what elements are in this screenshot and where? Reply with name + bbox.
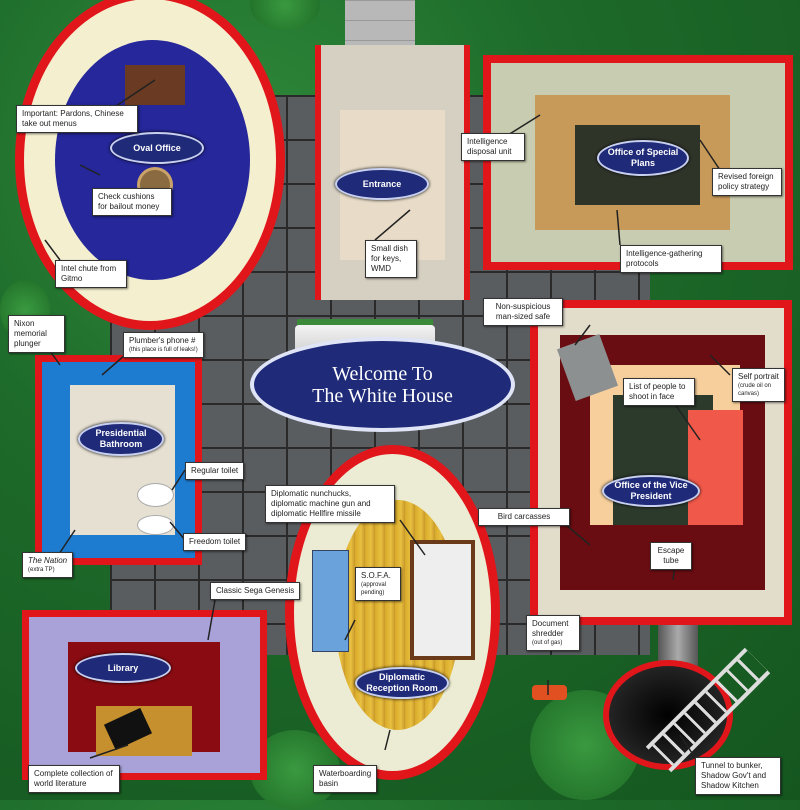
callout-shredder: Document shredder (out of gas)	[526, 615, 580, 651]
shredder-text: Document shredder	[532, 619, 569, 638]
callout-cushions: Check cushions for bailout money	[92, 188, 172, 216]
callout-bird-carcasses: Bird carcasses	[478, 508, 570, 526]
callout-sofa: S.O.F.A. (approval pending)	[355, 567, 401, 601]
bathroom-floor	[70, 385, 175, 535]
sofa	[312, 550, 349, 652]
portrait-text: Self portrait	[738, 372, 779, 381]
callout-freedom-toilet: Freedom toilet	[183, 533, 247, 551]
room-label-library: Library	[75, 653, 171, 683]
callout-protocols: Intelligence-gathering protocols	[620, 245, 722, 273]
room-label-reception: Diplomatic Reception Room	[355, 667, 449, 699]
callout-waterboarding: Waterboarding basin	[313, 765, 377, 793]
welcome-line-1: Welcome To	[332, 362, 433, 385]
president-desk	[125, 65, 185, 105]
callout-plumber: Plumber's phone # (this place is full of…	[123, 332, 204, 358]
room-label-special-plans: Office of Special Plans	[597, 140, 689, 176]
callout-self-portrait: Self portrait (crude oil on canvas)	[732, 368, 785, 402]
toilet	[137, 483, 174, 507]
callout-nixon-plunger: Nixon memorial plunger	[8, 315, 65, 353]
lawn-mower	[532, 685, 567, 700]
shredder-note: (out of gas)	[532, 640, 563, 646]
callout-tunnel: Tunnel to bunker, Shadow Gov't and Shado…	[695, 757, 781, 795]
callout-key-dish: Small dish for keys, WMD	[365, 240, 417, 278]
nation-note: (extra TP)	[28, 567, 55, 573]
callout-foreign-policy: Revised foreign policy strategy	[712, 168, 782, 196]
callout-regular-toilet: Regular toilet	[185, 462, 245, 480]
callout-pardons: Important: Pardons, Chinese take out men…	[16, 105, 138, 133]
callout-disposal-unit: Intelligence disposal unit	[461, 133, 525, 161]
toilet	[137, 515, 174, 535]
room-label-oval-office: Oval Office	[110, 132, 204, 164]
room-label-vice-president: Office of the Vice President	[602, 475, 700, 507]
callout-escape-tube: Escape tube	[650, 542, 692, 570]
vp-desk	[688, 410, 743, 525]
callout-weapons: Diplomatic nunchucks, diplomatic machine…	[265, 485, 395, 523]
sofa-note: (approval pending)	[361, 582, 387, 596]
welcome-line-2: The White House	[312, 384, 453, 407]
callout-shoot-list: List of people to shoot in face	[623, 378, 695, 406]
weapons-display	[410, 540, 475, 660]
portrait-note: (crude oil on canvas)	[738, 383, 772, 397]
callout-intel-chute: Intel chute from Gitmo	[55, 260, 127, 288]
callout-world-literature: Complete collection of world literature	[28, 765, 120, 793]
room-label-entrance: Entrance	[335, 168, 429, 200]
callout-sega-genesis: Classic Sega Genesis	[210, 582, 301, 600]
plumber-note: (this place is full of leaks!)	[129, 347, 198, 353]
plumber-text: Plumber's phone #	[129, 336, 196, 345]
callout-safe: Non-suspicious man-sized safe	[483, 298, 563, 326]
welcome-sign: Welcome To The White House	[250, 337, 515, 432]
callout-the-nation: The Nation (extra TP)	[22, 552, 74, 578]
nation-text: The Nation	[28, 556, 68, 565]
sofa-text: S.O.F.A.	[361, 571, 391, 580]
room-label-bathroom: Presidential Bathroom	[78, 422, 164, 456]
